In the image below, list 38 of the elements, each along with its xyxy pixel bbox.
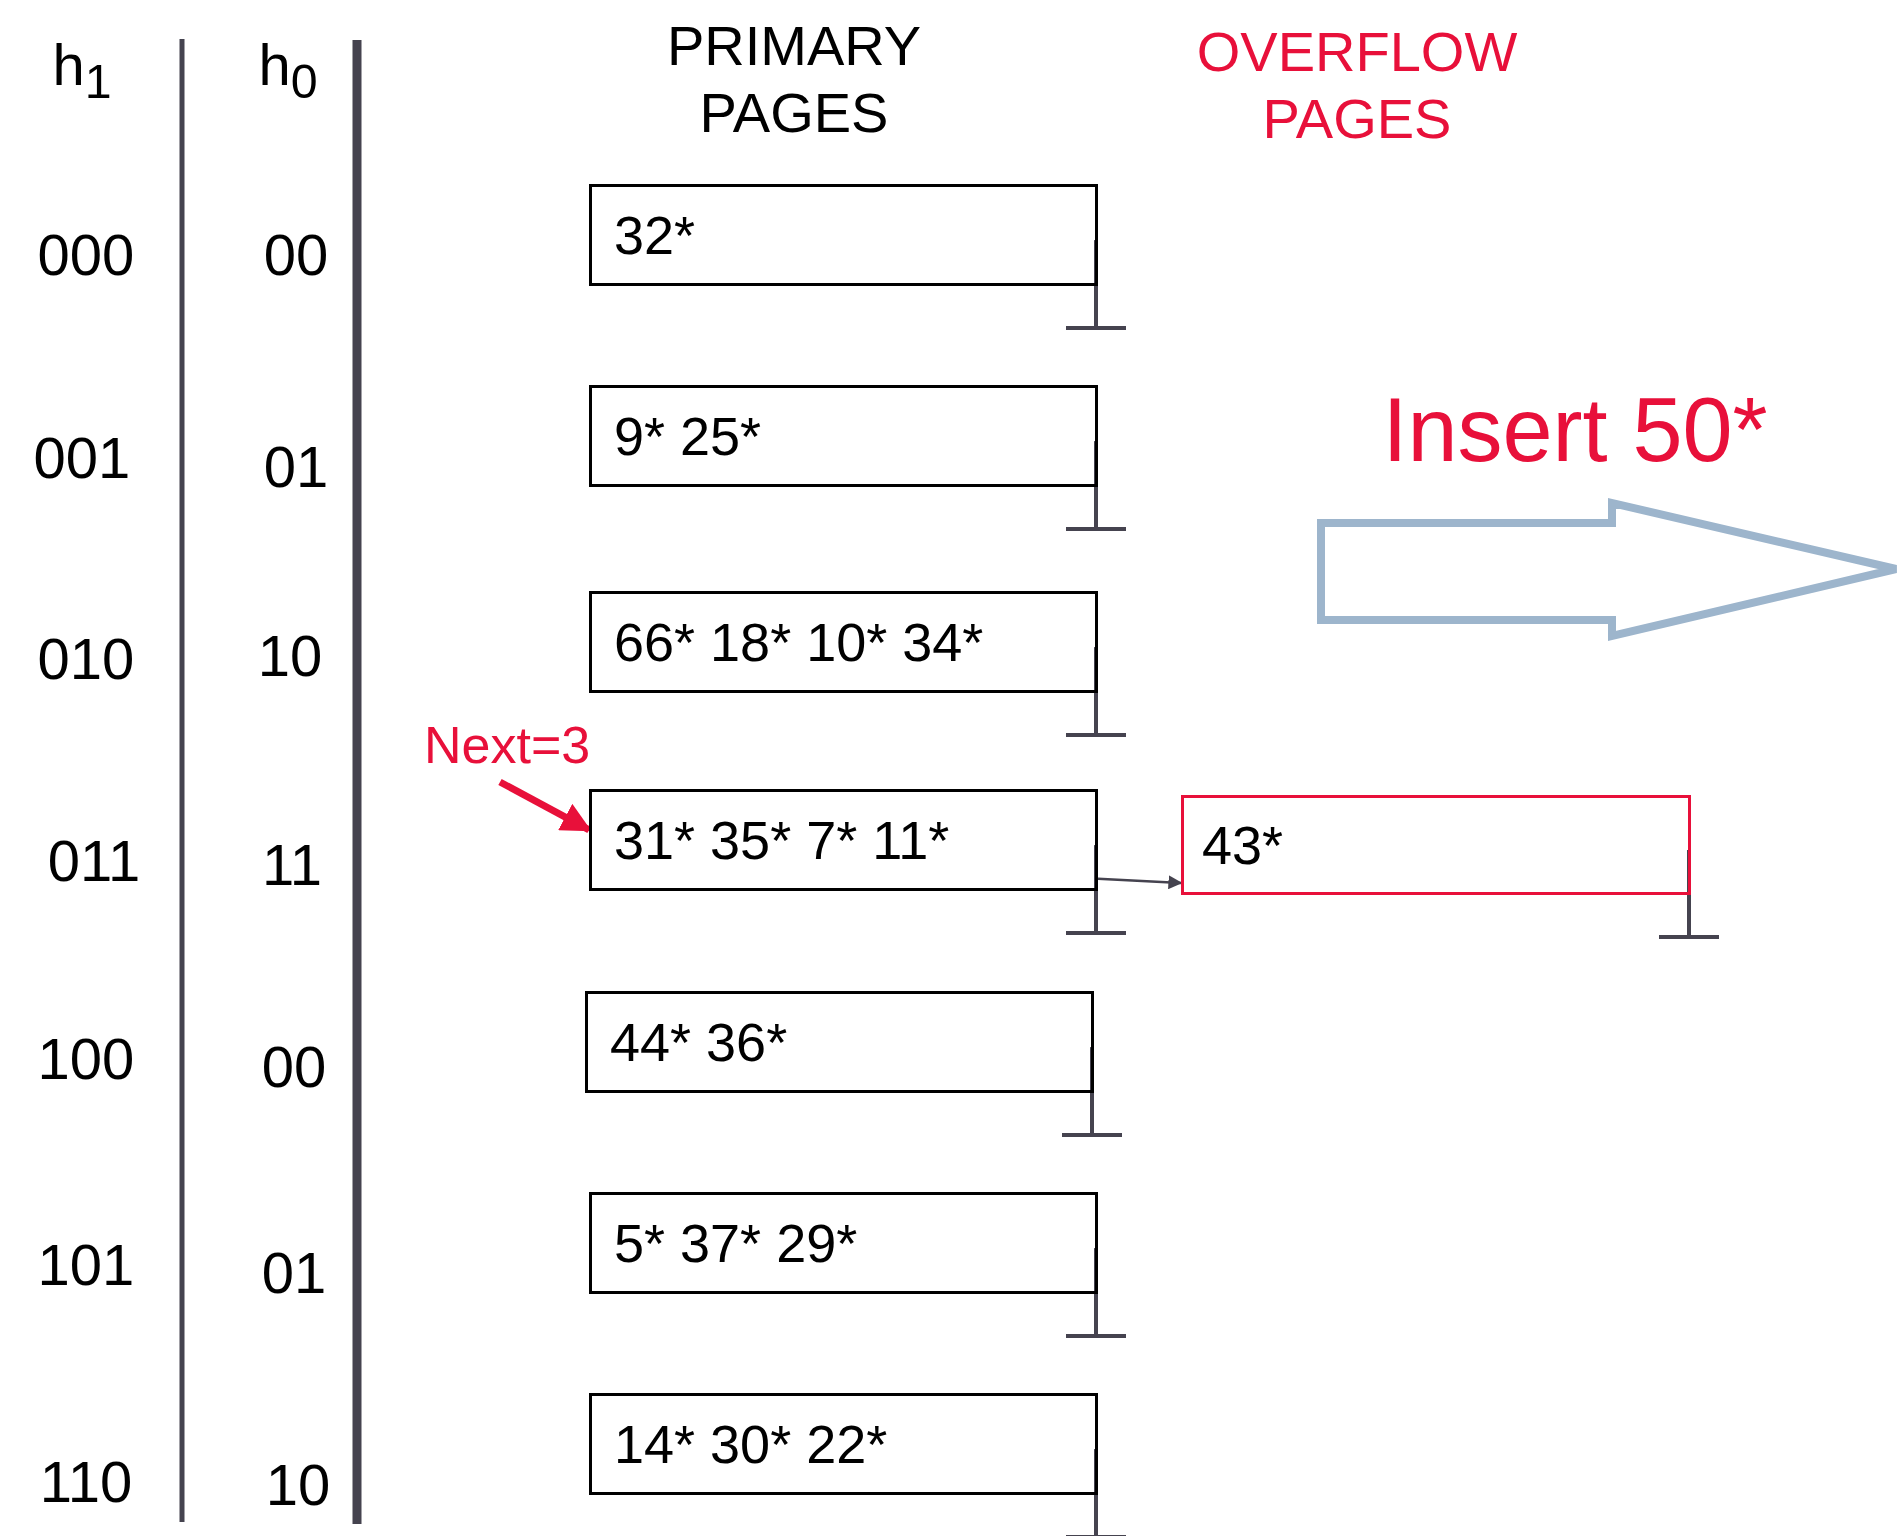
page-entries: 5* 37* 29* xyxy=(614,1212,858,1274)
page-box xyxy=(589,789,1098,891)
hash-value: 11 xyxy=(261,830,323,898)
operation-label: Insert 50* xyxy=(1382,378,1768,482)
hash-value: 001 xyxy=(33,423,131,491)
page-box xyxy=(585,991,1094,1093)
arrow xyxy=(1097,875,1183,890)
hash-value: 011 xyxy=(47,826,141,894)
page-entries: 32* xyxy=(614,204,696,266)
pointer-label: Next=3 xyxy=(424,715,591,775)
hash-value: 101 xyxy=(37,1230,135,1298)
hash-value: 01 xyxy=(263,432,329,500)
page-entries: 43* xyxy=(1202,814,1284,876)
page-box xyxy=(589,591,1098,693)
arrow xyxy=(498,778,592,833)
page-entries: 66* 18* 10* 34* xyxy=(614,611,984,673)
overflow-page-box xyxy=(1181,795,1691,895)
page-box xyxy=(589,1393,1098,1495)
page-entries: 31* 35* 7* 11* xyxy=(614,809,950,871)
hash-function-heading: h$_{1}$ xyxy=(52,31,112,109)
hash-value: 10 xyxy=(265,1450,331,1518)
hash-value: 01 xyxy=(261,1238,327,1306)
page-entries: 9* 25* xyxy=(614,405,762,467)
hash-value: 00 xyxy=(261,1032,327,1100)
page-entries: 14* 30* 22* xyxy=(614,1413,888,1475)
hash-value: 10 xyxy=(257,621,323,689)
hash-value: 000 xyxy=(37,220,135,288)
page-box xyxy=(589,385,1098,487)
page-box xyxy=(589,1192,1098,1294)
page-box xyxy=(589,184,1098,286)
column-heading: PRIMARY PAGES xyxy=(665,12,923,146)
hash-value: 00 xyxy=(263,220,329,288)
column-heading: OVERFLOW PAGES xyxy=(1195,18,1519,152)
hash-value: 010 xyxy=(37,624,135,692)
hash-value: 110 xyxy=(39,1447,133,1515)
page-entries: 44* 36* xyxy=(610,1011,788,1073)
hash-value: 100 xyxy=(37,1024,135,1092)
hash-function-heading: h$_{0}$ xyxy=(258,31,318,109)
